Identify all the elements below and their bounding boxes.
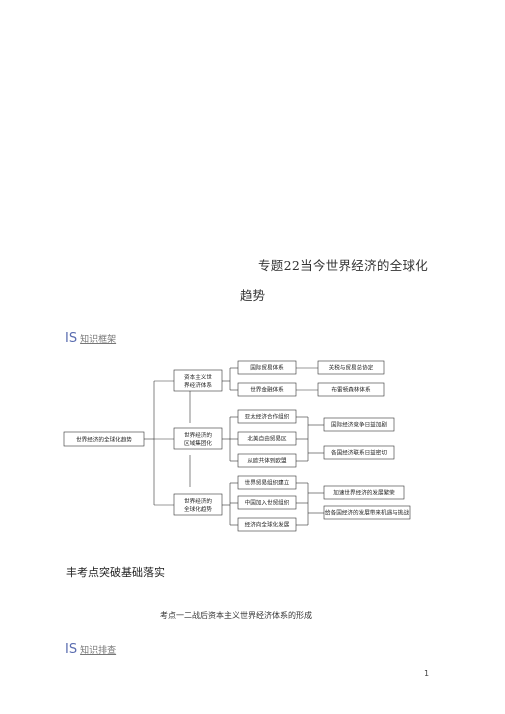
document-title-line2: 趋势 [240, 288, 266, 303]
section-prefix: IS [65, 642, 78, 657]
mindmap-root-node: 世界经济的全球化趋势 [63, 431, 145, 447]
branch3-result1: 加速世界经济的发展繁荣 [333, 489, 395, 497]
section-label: 知识排查 [80, 646, 117, 656]
branch2-child2: 北美自由贸易区 [247, 435, 287, 443]
branch2-label-line2: 区域集团化 [184, 439, 212, 447]
branch1-label-line2: 界经济体系 [184, 381, 212, 389]
branch2-child3: 从欧共体到欧盟 [247, 457, 287, 465]
document-title-line1: 专题22当今世界经济的全球化 [258, 258, 429, 273]
branch3-label-line1: 世界经济的 [184, 497, 212, 505]
branch3-child2: 中国加入世贸组织 [245, 499, 290, 507]
branch2-child1: 亚太经济合作组织 [245, 413, 290, 421]
branch1-result2: 布雷顿森林体系 [331, 386, 371, 394]
section-prefix: IS [65, 331, 78, 346]
mindmap-branch-globalization: 世界经济的 全球化趋势 世界贸易组织建立 中国加入世贸组织 经济向全球化发展 加… [173, 475, 411, 532]
branch1-result1: 关税与贸易总协定 [329, 364, 374, 372]
branch2-result2: 各国经济联系日益密切 [331, 449, 387, 457]
branch3-child1: 世界贸易组织建立 [245, 479, 290, 487]
branch1-label-line1: 资本主义世 [184, 373, 212, 381]
branch3-child3: 经济向全球化发展 [245, 521, 290, 529]
mindmap-connectors [144, 367, 324, 526]
branch3-label-line2: 全球化趋势 [184, 505, 212, 513]
heading-kaodian-tupo: 丰考点突破基础落实 [66, 566, 165, 579]
section-label: 知识框架 [80, 335, 117, 345]
kaodian-title: 考点一二战后资本主义世界经济体系的形成 [160, 611, 312, 620]
branch2-result1: 国际经济竞争日益加剧 [331, 421, 387, 429]
mindmap-root-label: 世界经济的全球化趋势 [76, 436, 132, 444]
branch2-label-line1: 世界经济的 [184, 431, 212, 439]
branch3-result2: 给各国经济的发展带来机遇与挑战 [325, 509, 409, 517]
mindmap-branch-regional-integration: 世界经济的 区域集团化 亚太经济合作组织 北美自由贸易区 从欧共体到欧盟 国际经… [173, 409, 395, 468]
knowledge-mindmap: 世界经济的全球化趋势 资本主义世 界经济体系 国际贸易体系 世界金融体系 关税与… [63, 360, 411, 532]
page-number: 1 [424, 669, 430, 678]
branch1-child1: 国际贸易体系 [250, 364, 284, 372]
branch1-child2: 世界金融体系 [250, 386, 284, 394]
mindmap-branch-capitalist-system: 资本主义世 界经济体系 国际贸易体系 世界金融体系 关税与贸易总协定 布雷顿森林… [173, 360, 385, 397]
